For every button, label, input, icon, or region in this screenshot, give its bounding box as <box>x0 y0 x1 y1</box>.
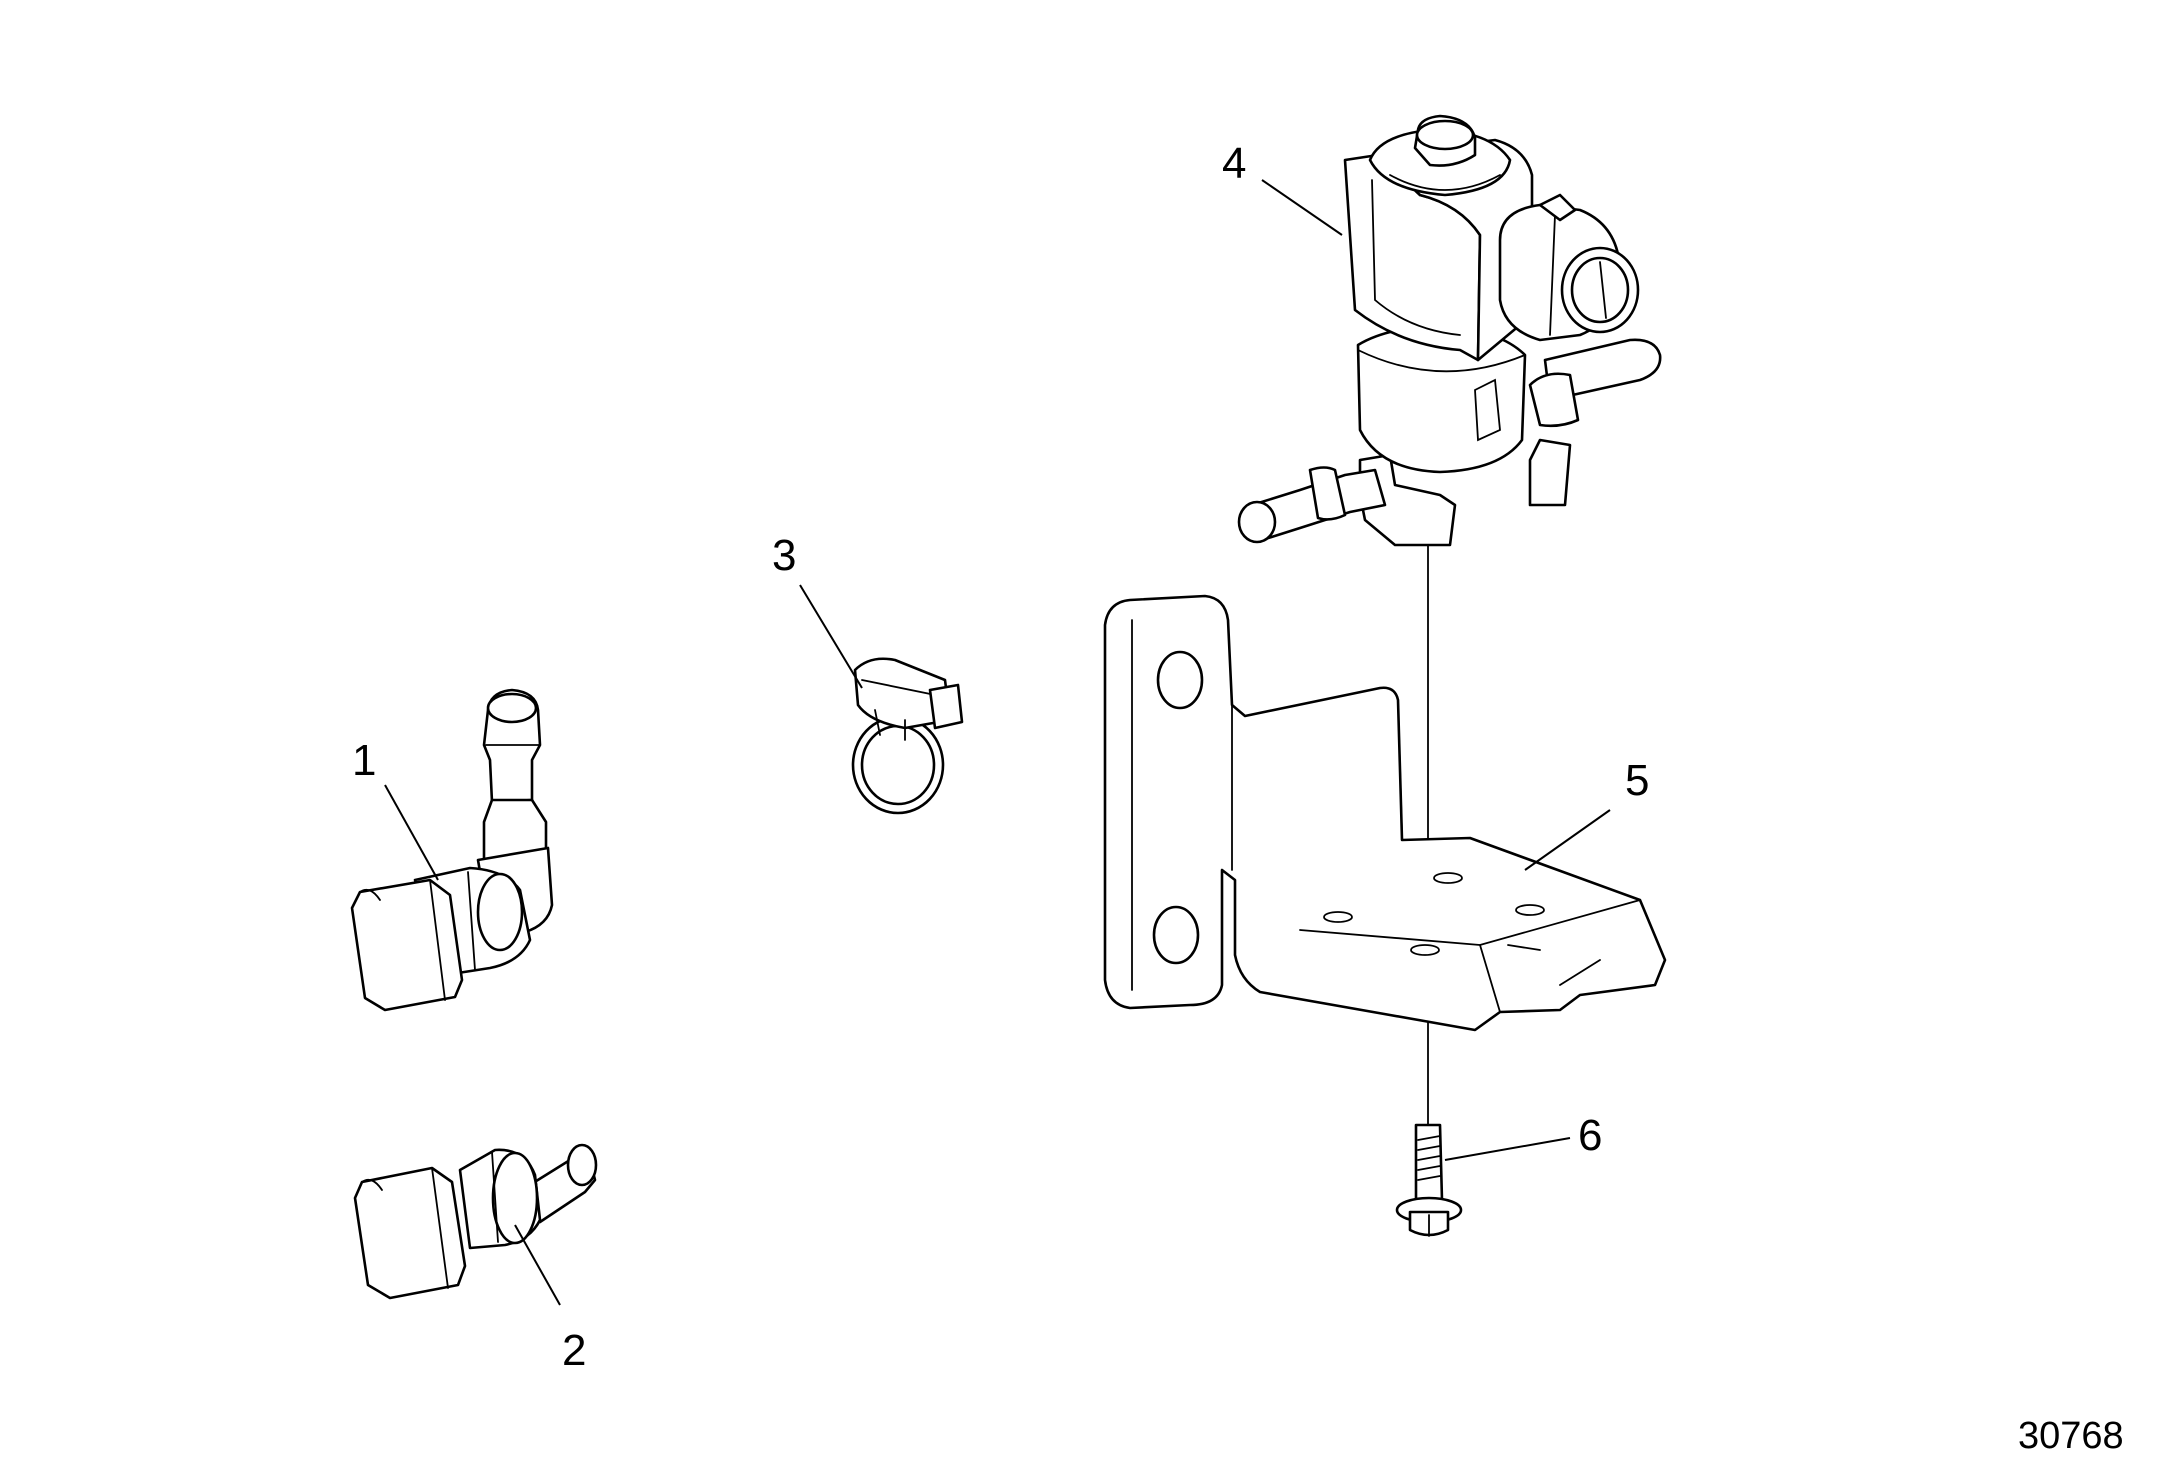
elbow-connector-drawing <box>350 688 554 1012</box>
callout-label-2: 2 <box>562 1326 586 1375</box>
callout-label-3: 3 <box>772 531 796 580</box>
solenoid-valve-drawing <box>1237 114 1662 547</box>
figure-number: 30768 <box>2018 1415 2124 1457</box>
leader-line-1 <box>384 784 439 881</box>
hose-clamp-drawing <box>851 657 964 815</box>
leader-line-3 <box>799 584 863 689</box>
leader-line-4 <box>1261 179 1343 236</box>
callout-label-4: 4 <box>1222 139 1246 188</box>
callout-label-5: 5 <box>1625 756 1649 805</box>
leader-line-6 <box>1444 1137 1571 1161</box>
mounting-bracket-drawing <box>1103 594 1667 1032</box>
straight-connector-drawing <box>353 1143 598 1300</box>
flange-bolt-drawing <box>1395 1123 1463 1237</box>
leader-line-5 <box>1524 809 1611 871</box>
callout-label-6: 6 <box>1578 1111 1602 1160</box>
callout-label-1: 1 <box>352 736 376 785</box>
leader-line-2 <box>514 1224 561 1306</box>
